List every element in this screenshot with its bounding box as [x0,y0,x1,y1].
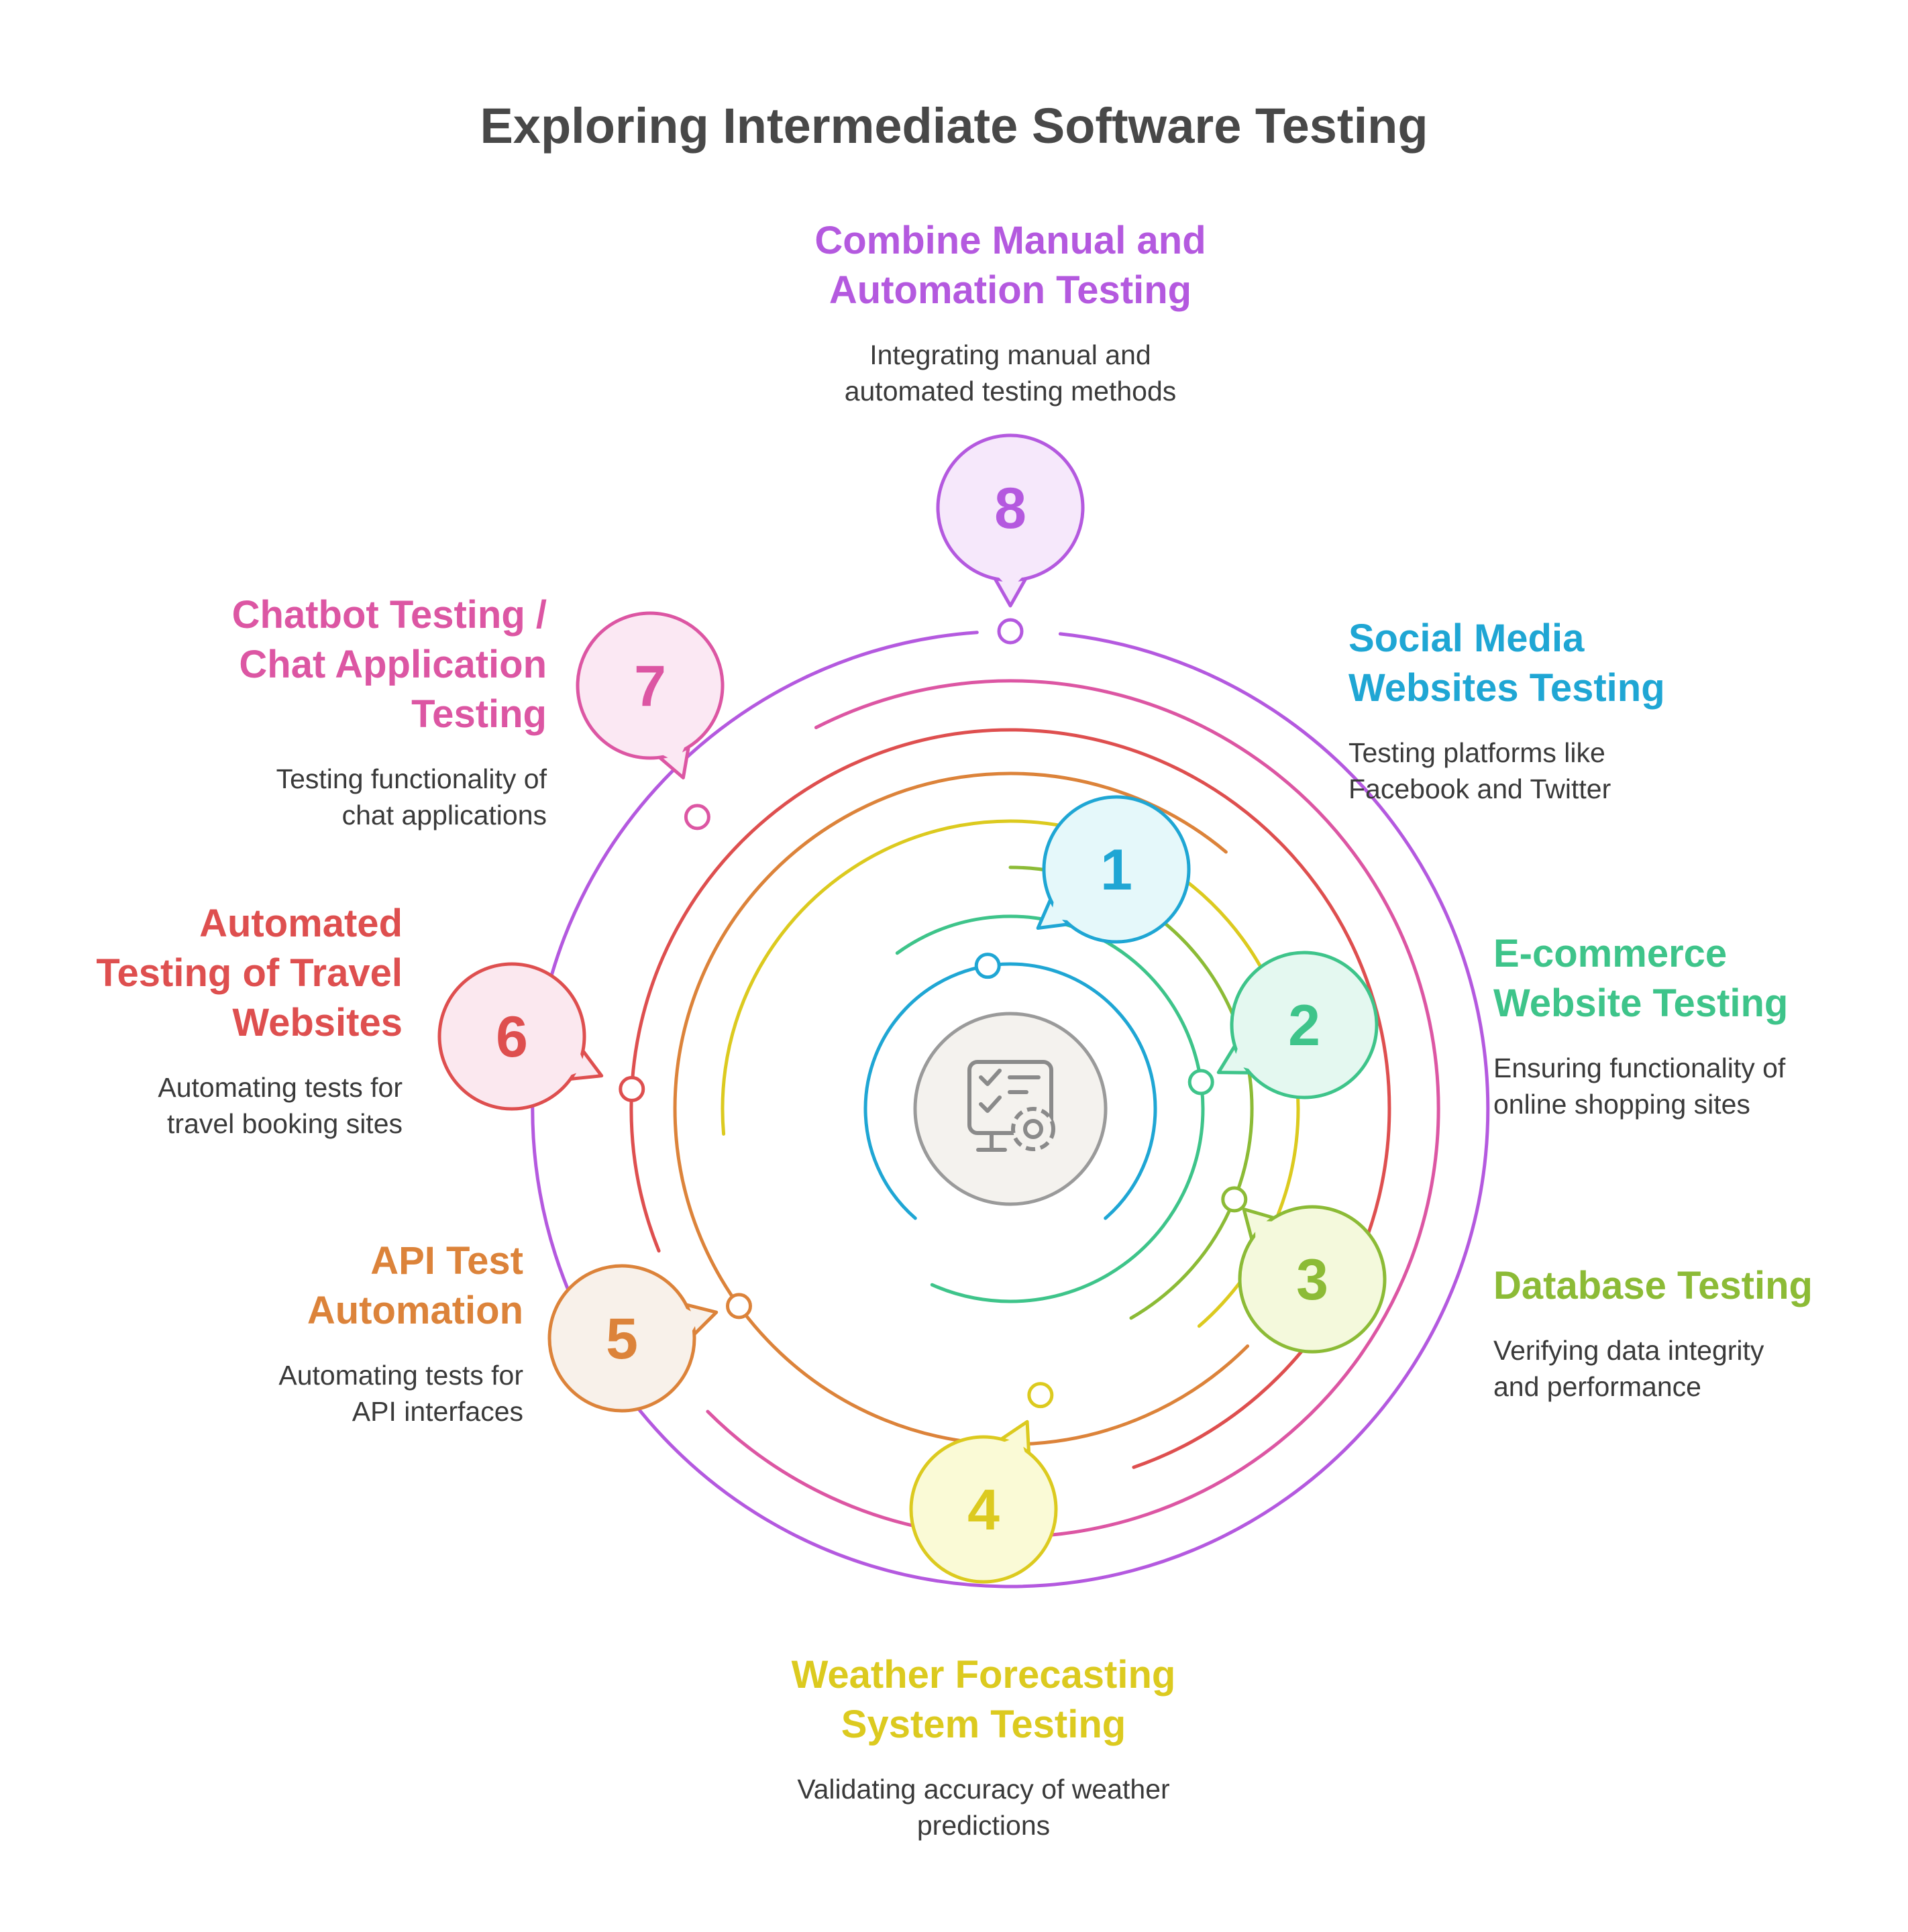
ring-node-8 [997,618,1024,645]
step-number-3: 3 [1296,1248,1328,1312]
ring-node-5 [725,1293,752,1320]
bubble-circle-5 [547,1264,696,1413]
step-title-3: Database Testing [1493,1264,1813,1307]
step-bubble-8: 8 [936,433,1085,608]
step-description-8: Integrating manual and automated testing… [844,339,1177,407]
step-title-8: Combine Manual and Automation Testing [814,219,1206,312]
step-bubble-7: 7 [576,611,725,780]
step-title-7: Chatbot Testing / Chat Application Testi… [231,593,547,736]
bubble-circle-1 [1042,795,1191,944]
bubble-circle-3 [1238,1205,1387,1354]
step-description-7: Testing functionality of chat applicatio… [276,763,547,830]
step-description-6: Automating tests for travel booking site… [158,1072,403,1139]
step-description-2: Ensuring functionality of online shoppin… [1493,1053,1786,1120]
step-title-6: Automated Testing of Travel Websites [96,902,403,1044]
step-number-4: 4 [967,1478,1000,1542]
ring-arc-8 [531,631,1490,1589]
bubble-circle-6 [437,962,586,1111]
step-number-5: 5 [606,1307,638,1371]
step-title-4: Weather Forecasting System Testing [791,1653,1176,1746]
step-bubble-3: 3 [1238,1205,1387,1354]
ring-node-4 [1027,1382,1054,1409]
ring-arc-1 [863,962,1157,1220]
bubble-circle-2 [1230,951,1379,1099]
step-description-1: Testing platforms like Facebook and Twit… [1348,737,1611,804]
checklist-monitor-gear-icon [913,1012,1108,1206]
step-bubble-1: 1 [1036,795,1191,944]
step-bubble-2: 2 [1216,951,1379,1099]
bubble-circle-4 [909,1435,1058,1584]
step-number-1: 1 [1100,838,1132,902]
step-title-2: E-commerce Website Testing [1493,932,1789,1025]
step-description-5: Automating tests for API interfaces [278,1360,523,1427]
step-number-8: 8 [994,476,1026,541]
ring-node-1 [974,953,1001,979]
ring-node-3 [1221,1186,1248,1213]
step-title-1: Social Media Websites Testing [1348,616,1665,710]
step-bubble-6: 6 [437,962,604,1111]
step-label-7: Chatbot Testing / Chat Application Testi… [232,590,547,833]
bubble-circle-7 [576,611,725,760]
step-number-7: 7 [634,654,666,718]
ring-node-2 [1187,1069,1214,1095]
page-title: Exploring Intermediate Software Testing [480,98,1428,154]
step-number-6: 6 [496,1005,528,1069]
step-description-3: Verifying data integrity and performance [1493,1335,1764,1402]
step-bubble-5: 5 [547,1264,719,1413]
step-description-4: Validating accuracy of weather predictio… [797,1774,1170,1841]
step-title-5: API Test Automation [307,1239,523,1332]
step-number-2: 2 [1288,994,1320,1058]
ring-node-7 [684,804,710,830]
ring-node-6 [619,1075,645,1102]
step-bubble-4: 4 [909,1419,1058,1584]
